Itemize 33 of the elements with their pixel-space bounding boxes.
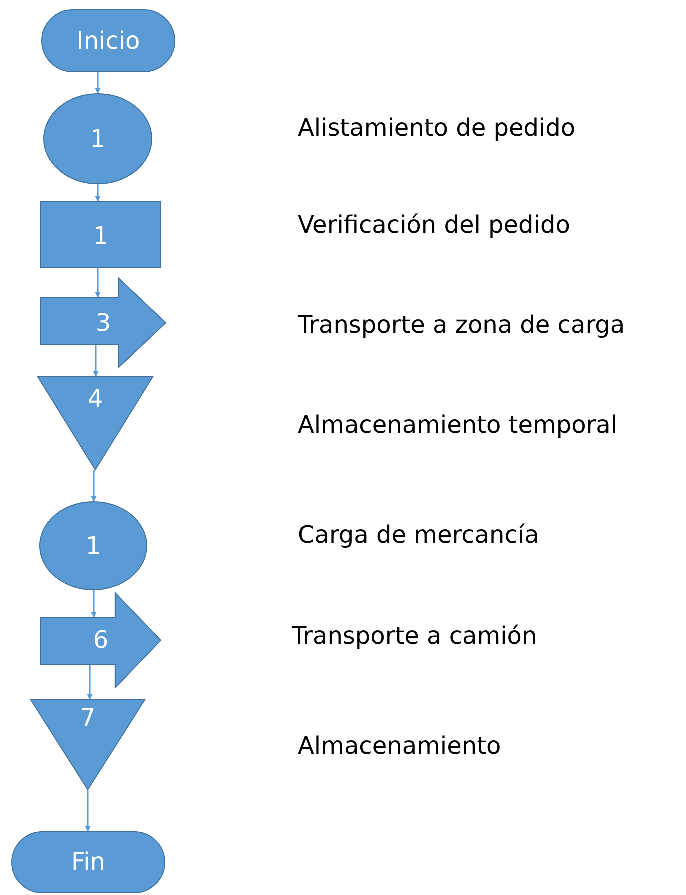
flow-arrow bbox=[95, 184, 101, 202]
step-description: Transporte a zona de carga bbox=[298, 310, 626, 340]
step-number: 1 bbox=[84, 532, 102, 560]
flow-arrow bbox=[95, 72, 101, 94]
terminal-label: Fin bbox=[70, 848, 106, 876]
flow-arrow bbox=[85, 790, 91, 832]
step-number: 3 bbox=[94, 309, 112, 337]
terminal-pill bbox=[12, 832, 165, 893]
flow-arrow bbox=[91, 590, 97, 618]
step-description: Carga de mercancía bbox=[298, 520, 540, 550]
flow-arrow bbox=[93, 345, 99, 377]
step-number: 1 bbox=[92, 222, 110, 250]
step-number: 1 bbox=[89, 125, 107, 153]
step-description: Verificación del pedido bbox=[298, 210, 570, 240]
step-number: 4 bbox=[86, 385, 104, 413]
operation-circle bbox=[40, 502, 147, 590]
step-number: 6 bbox=[92, 626, 110, 654]
storage-triangle bbox=[31, 700, 145, 790]
flow-arrow bbox=[91, 470, 97, 502]
storage-triangle bbox=[38, 377, 153, 470]
step-description: Almacenamiento temporal bbox=[298, 410, 618, 440]
step-description: Transporte a camión bbox=[292, 621, 538, 651]
terminal-pill bbox=[42, 10, 175, 72]
step-number: 7 bbox=[79, 704, 97, 732]
flow-arrow bbox=[87, 665, 93, 700]
step-description: Alistamiento de pedido bbox=[298, 113, 576, 143]
inspection-rect bbox=[41, 202, 161, 268]
operation-circle bbox=[44, 94, 152, 184]
transport-symbol bbox=[41, 593, 161, 688]
terminal-label: Inicio bbox=[76, 27, 142, 55]
flow-arrow bbox=[95, 268, 101, 298]
step-description: Almacenamiento bbox=[298, 731, 502, 761]
transport-symbol bbox=[41, 278, 166, 368]
